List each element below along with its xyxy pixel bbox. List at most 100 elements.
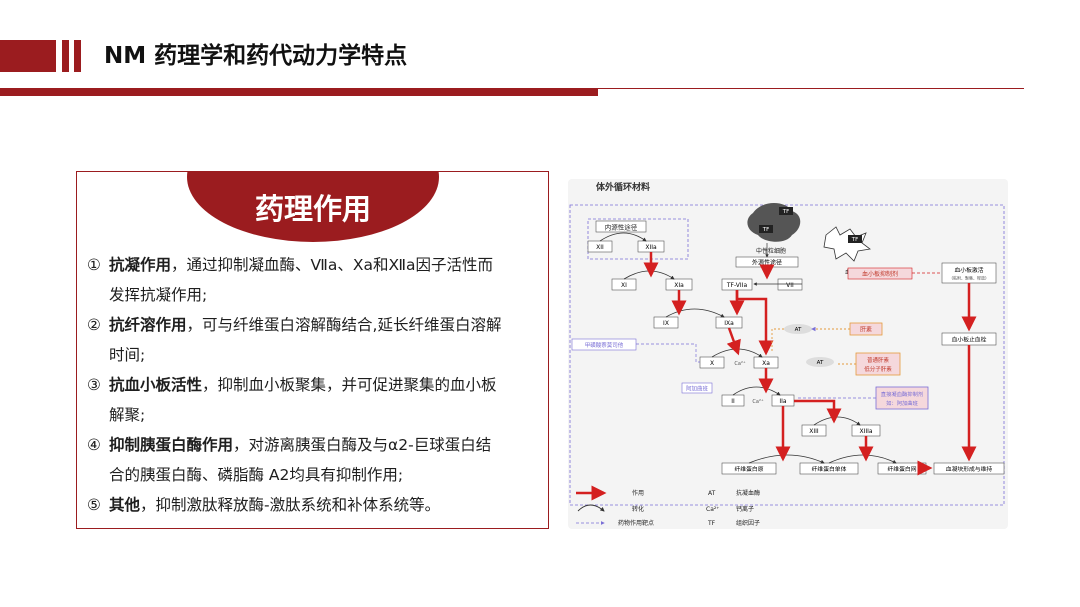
legend-target-label: 药物作用靶点 — [618, 519, 654, 527]
legend-conversion-icon — [577, 504, 605, 512]
tf-badge — [759, 225, 773, 233]
node-ix-label: IX — [663, 320, 669, 327]
node-tf-viia-label: TF-VIIa — [726, 282, 748, 289]
node-plt-activation-label: 血小板激活 — [955, 266, 984, 274]
tf-badge-label: TF — [851, 237, 859, 243]
item-text: ，对游离胰蛋白酶及与α2-巨球蛋白结 — [233, 436, 492, 454]
node-iia-label: IIa — [779, 398, 787, 405]
item-number: ⑤ — [87, 496, 101, 514]
pharmacology-card: 药理作用 ① 抗凝作用，通过抑制凝血酶、Ⅶa、Ⅹa和Ⅻa因子活性而 发挥抗凝作用;… — [76, 171, 549, 529]
list-item: ④ 抑制胰蛋白酶作用，对游离胰蛋白酶及与α2-巨球蛋白结 合的胰蛋白酶、磷脂酶 A… — [87, 430, 545, 490]
item-text-continued: 时间; — [109, 346, 146, 364]
node-xi-label: XI — [621, 282, 627, 289]
item-term: 抗纤溶作用 — [109, 316, 187, 334]
node-xiia-label: XIIa — [645, 244, 657, 251]
tf-badge — [848, 235, 862, 243]
conversion-arc — [599, 232, 647, 242]
node-clot-label: 血凝块形成与维持 — [946, 465, 993, 473]
diagram-title: 体外循环材料 — [596, 181, 650, 193]
calcium-label: Ca²⁺ — [734, 361, 746, 367]
at-node-label: AT — [795, 327, 802, 333]
tf-badge — [779, 207, 793, 215]
header-divider-bar — [0, 89, 598, 96]
item-number: ④ — [87, 436, 101, 454]
heparin-label: 肝素 — [860, 326, 872, 334]
item-text-continued: 发挥抗凝作用; — [109, 286, 208, 304]
at-node — [806, 357, 834, 367]
card-title: 药理作用 — [254, 192, 371, 226]
item-text: ，抑制血小板聚集，并可促进聚集的血小板 — [202, 376, 497, 394]
tf-badge-label: TF — [782, 209, 790, 215]
diagram-background — [568, 179, 1008, 529]
node-plt-plug-label: 血小板止血栓 — [952, 336, 987, 344]
node-clot — [933, 462, 1005, 475]
node-fibrin-net-label: 纤维蛋白网 — [888, 465, 917, 473]
drug-target-link — [771, 328, 784, 353]
at-node — [784, 324, 812, 334]
at-node-label: AT — [817, 360, 824, 366]
node-vii — [777, 278, 803, 291]
intrinsic-label-box — [595, 220, 647, 233]
node-xiii-label: XIII — [809, 428, 819, 435]
intrinsic-frame — [587, 218, 689, 260]
conversion-arc — [732, 386, 781, 396]
item-term: 抗血小板活性 — [109, 376, 203, 394]
node-xia-label: XIa — [674, 282, 684, 289]
node-fibrinogen-label: 纤维蛋白原 — [735, 465, 764, 473]
tf-badge-label: TF — [762, 227, 770, 233]
node-xii-label: XII — [596, 244, 604, 251]
item-number: ③ — [87, 376, 101, 394]
legend-abbr: Ca²⁺ — [706, 506, 719, 513]
legend-meaning: 钙离子 — [736, 505, 754, 513]
action-arrow — [735, 290, 774, 356]
action-arrow — [726, 327, 741, 356]
neutrophil-label: 中性粒细胞 — [756, 247, 786, 255]
extrinsic-label: 外源性途径 — [752, 259, 782, 267]
argatroban-label: 阿加曲班 — [686, 385, 709, 393]
item-text-continued: 解聚; — [109, 406, 146, 424]
nafamostat-box — [571, 338, 637, 351]
list-item: ③ 抗血小板活性，抑制血小板聚集，并可促进聚集的血小板 解聚; — [87, 370, 545, 430]
drug-target-link — [636, 343, 700, 363]
plt-inhibitor-box — [847, 267, 913, 280]
coagulation-diagram: 体外循环材料 内源性途径 XII XIIa TF TF 中性粒细胞 TF 血小板… — [568, 179, 1008, 529]
item-text: ，抑制激肽释放酶-激肽系统和补体系统等。 — [140, 496, 441, 514]
plt-inhibitor-label: 血小板抑制剂 — [862, 270, 898, 278]
dti-label-1: 直接凝血酶抑制剂 — [881, 390, 923, 398]
lmwh-label-1: 普通肝素 — [867, 356, 890, 364]
outer-dashed-frame — [569, 204, 1005, 506]
lmwh-label-2: 低分子肝素 — [864, 365, 892, 373]
node-xiiia-label: XIIIa — [859, 428, 872, 435]
node-fibrin-monomer-label: 纤维蛋白单体 — [812, 465, 847, 473]
platelet-icon — [823, 226, 871, 262]
item-text: ，通过抑制凝血酶、Ⅶa、Ⅹa和Ⅻa因子活性而 — [171, 256, 494, 274]
legend-abbr: TF — [707, 520, 716, 527]
item-text: ，可与纤维蛋白溶解酶结合,延长纤维蛋白溶解 — [186, 316, 502, 334]
action-arrow — [794, 399, 842, 424]
item-term: 抗凝作用 — [109, 256, 172, 274]
node-ixa-label: IXa — [724, 320, 734, 327]
legend-action-label: 作用 — [632, 489, 644, 497]
node-xa-label: Xa — [762, 360, 770, 367]
node-vii-label: VII — [786, 282, 794, 289]
calcium-label: Ca²⁺ — [752, 399, 764, 405]
argatroban-box — [681, 382, 713, 394]
legend-abbr: AT — [708, 490, 716, 497]
node-x-label: X — [710, 360, 714, 367]
list-item: ① 抗凝作用，通过抑制凝血酶、Ⅶa、Ⅹa和Ⅻa因子活性而 发挥抗凝作用; — [87, 250, 545, 310]
node-plt-activation-sub: (粘附、聚集、释放) — [951, 275, 987, 281]
item-number: ① — [87, 256, 101, 274]
legend-meaning: 抗凝血酶 — [736, 489, 760, 497]
intrinsic-label: 内源性途径 — [605, 223, 638, 232]
node-xii — [587, 240, 613, 253]
dti-label-2: 如：阿加曲班 — [886, 399, 918, 407]
conversion-arc — [665, 308, 725, 318]
legend-meaning: 组织因子 — [736, 519, 760, 527]
item-term: 抑制胰蛋白酶作用 — [109, 436, 234, 454]
item-text-continued: 合的胰蛋白酶、磷脂酶 A2均具有抑制作用; — [109, 466, 404, 484]
item-term: 其他 — [109, 496, 141, 514]
page-title: NM 药理学和药代动力学特点 — [104, 43, 408, 69]
legend-conversion-label: 转化 — [632, 505, 644, 513]
